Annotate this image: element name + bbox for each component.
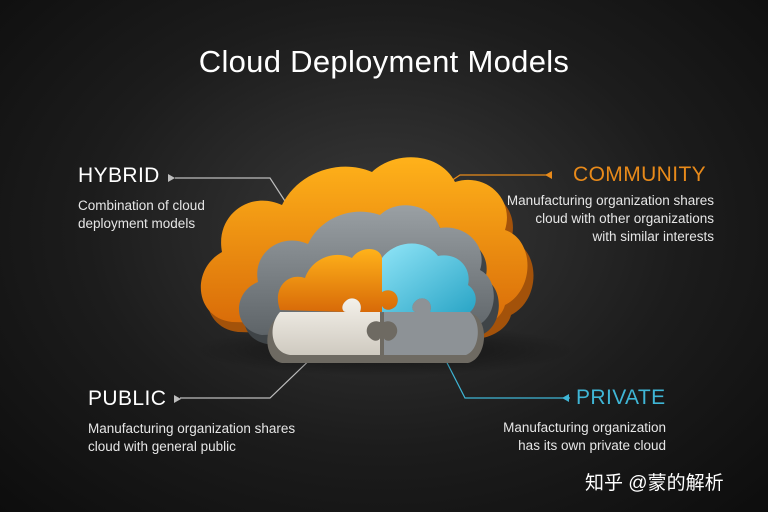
gray-puzzle-piece	[384, 298, 478, 355]
public-desc-line: cloud with general public	[88, 439, 236, 454]
private-desc-line: Manufacturing organization	[503, 420, 666, 435]
community-heading: COMMUNITY	[573, 163, 707, 186]
puzzle-pieces	[267, 243, 485, 363]
orange-puzzle-piece	[277, 249, 398, 312]
hybrid-description: Combination of cloud deployment models	[78, 197, 205, 233]
public-heading: PUBLIC	[88, 387, 167, 410]
white-puzzle-piece	[272, 298, 380, 355]
community-desc-line: Manufacturing organization shares	[506, 193, 714, 208]
page-title: Cloud Deployment Models	[198, 44, 570, 79]
hybrid-heading: HYBRID	[78, 164, 160, 187]
private-heading: PRIVATE	[576, 386, 666, 409]
community-arrow-icon	[545, 171, 552, 179]
hybrid-desc-line: deployment models	[78, 216, 196, 231]
community-description: Manufacturing organization shares cloud …	[470, 192, 714, 246]
private-description: Manufacturing organization has its own p…	[460, 419, 666, 455]
public-description: Manufacturing organization shares cloud …	[88, 420, 295, 456]
public-desc-line: Manufacturing organization shares	[88, 421, 296, 436]
blue-puzzle-piece	[382, 243, 476, 312]
hybrid-desc-line: Combination of cloud	[78, 198, 205, 213]
community-desc-line: cloud with other organizations	[535, 211, 714, 226]
private-desc-line: has its own private cloud	[518, 438, 666, 453]
hybrid-arrow-icon	[168, 174, 175, 182]
private-arrow-icon	[562, 394, 569, 402]
public-arrow-icon	[174, 395, 181, 403]
watermark: 知乎 @蒙的解析	[585, 473, 724, 494]
community-desc-line: with similar interests	[592, 229, 714, 244]
